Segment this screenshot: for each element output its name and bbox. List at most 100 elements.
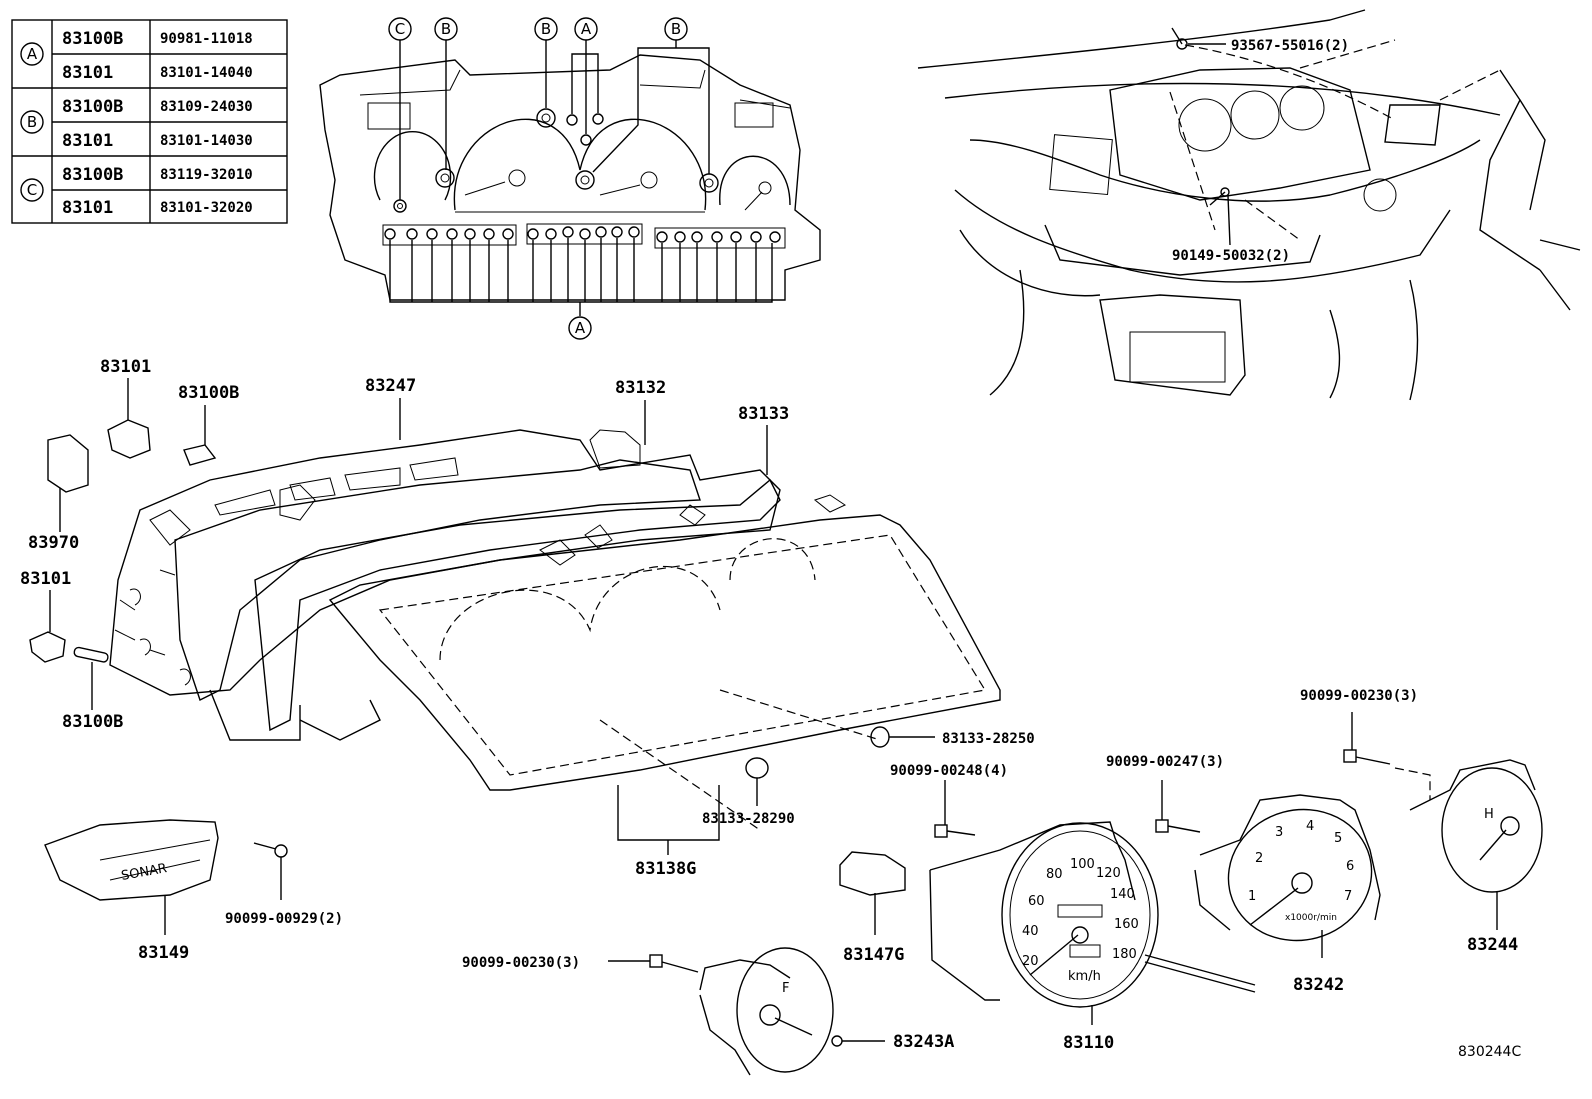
speed-mark-140: 140 [1110, 887, 1135, 902]
label-83149: 83149 [138, 943, 189, 963]
speedometer-83110: 20 40 60 80 100 120 140 160 180 km/h [929, 821, 1256, 1025]
speed-mark-120: 120 [1096, 866, 1121, 881]
table-group-b: B [20, 110, 44, 134]
cluster-back-view: C B B A B A [319, 17, 821, 340]
tach-mark-7: 7 [1344, 889, 1352, 904]
table-cell: 83100B [62, 165, 123, 185]
svg-text:C: C [395, 20, 405, 38]
label-90099-00230-right: 90099-00230(3) [1300, 688, 1418, 704]
label-83101-mid: 83101 [20, 569, 71, 589]
exploded-cluster [109, 398, 1001, 855]
bulb-table: A B C 83100B 90981-11018 83101 83101-140… [11, 19, 288, 224]
connector-83147g [839, 851, 906, 935]
screw-top-icon [1171, 27, 1226, 50]
table-cell: 83100B [62, 97, 123, 117]
label-83101-top: 83101 [100, 357, 151, 377]
tach-mark-1: 1 [1248, 889, 1256, 904]
tach-mark-3: 3 [1275, 825, 1283, 840]
fuel-mark-f: F [782, 981, 789, 996]
tachometer-83242: 1 2 3 4 5 6 7 x1000r/min [1194, 794, 1381, 958]
svg-text:B: B [541, 20, 551, 38]
callout-b-left: B [434, 17, 458, 41]
screw-90099-00247-icon [1155, 780, 1201, 833]
label-83133-28250: 83133-28250 [942, 731, 1035, 747]
callout-90149-50032: 90149-50032(2) [1172, 248, 1290, 264]
speed-mark-40: 40 [1022, 924, 1039, 939]
label-83133-28290: 83133-28290 [702, 811, 795, 827]
label-83133: 83133 [738, 404, 789, 424]
table-cell: 83101-14030 [160, 133, 253, 149]
label-83243a: 83243A [893, 1032, 954, 1052]
speed-mark-20: 20 [1022, 954, 1039, 969]
tach-unit: x1000r/min [1285, 913, 1337, 923]
table-cell: 83100B [62, 29, 123, 49]
table-group-a: A [20, 42, 44, 66]
speed-mark-80: 80 [1046, 867, 1063, 882]
table-cell: 83101 [62, 198, 113, 218]
label-83100b-mid: 83100B [62, 712, 123, 732]
label-90099-00247: 90099-00247(3) [1106, 754, 1224, 770]
tach-mark-4: 4 [1306, 819, 1314, 834]
table-cell: 83109-24030 [160, 99, 253, 115]
label-83247: 83247 [365, 376, 416, 396]
socket-83101-mid-icon [29, 590, 66, 663]
label-83242: 83242 [1293, 975, 1344, 995]
clip-83133-28250-icon [870, 726, 935, 748]
speed-mark-100: 100 [1070, 857, 1095, 872]
svg-text:B: B [441, 20, 451, 38]
label-83138g: 83138G [635, 859, 696, 879]
svg-text:B: B [671, 20, 681, 38]
clip-83133-28290-icon [745, 757, 769, 806]
tach-mark-5: 5 [1334, 831, 1342, 846]
label-83132: 83132 [615, 378, 666, 398]
group-c-letter: C [27, 181, 37, 199]
label-83970: 83970 [28, 533, 79, 553]
speed-unit: km/h [1068, 969, 1101, 984]
table-cell: 83101-32020 [160, 200, 253, 216]
table-cell: 83101 [62, 63, 113, 83]
speed-mark-60: 60 [1028, 894, 1045, 909]
svg-text:A: A [581, 20, 592, 38]
label-83147g: 83147G [843, 945, 904, 965]
label-90099-00248: 90099-00248(4) [890, 763, 1008, 779]
fuel-gauge-83243a: F [699, 947, 885, 1076]
bottom-socket-row [382, 223, 786, 249]
label-83110: 83110 [1063, 1033, 1114, 1053]
callout-b-right: B [664, 17, 688, 41]
table-group-c: C [20, 178, 44, 202]
table-cell: 83101 [62, 131, 113, 151]
label-90099-00929: 90099-00929(2) [225, 911, 343, 927]
dashboard-view: 93567-55016(2) 90149-50032(2) [917, 9, 1581, 401]
temp-gauge-83244: H [1409, 759, 1543, 930]
callout-a-bottom: A [568, 316, 592, 340]
screw-90099-00230-left-icon [608, 954, 699, 973]
speed-mark-160: 160 [1114, 917, 1139, 932]
part-labels: 83101 83100B 83247 83132 83133 83970 831… [20, 357, 1521, 1060]
bulb-83100b-top-icon [183, 405, 217, 466]
speed-mark-180: 180 [1112, 947, 1137, 962]
tach-mark-2: 2 [1255, 851, 1263, 866]
bulb-sockets [393, 108, 719, 213]
callout-a-top: A [574, 17, 598, 41]
tach-mark-6: 6 [1346, 859, 1354, 874]
callout-c-top: C [388, 17, 412, 41]
temp-mark-h: H [1484, 807, 1494, 822]
label-83100b-top: 83100B [178, 383, 239, 403]
svg-text:A: A [575, 319, 586, 337]
socket-83101-top-icon [107, 378, 151, 459]
table-cell: 83101-14040 [160, 65, 253, 81]
callout-93567-55016: 93567-55016(2) [1231, 38, 1349, 54]
callout-b-center: B [534, 17, 558, 41]
table-cell: 83119-32010 [160, 167, 253, 183]
socket-83970-icon [47, 434, 89, 532]
label-90099-00230-left: 90099-00230(3) [462, 955, 580, 971]
sonar-text: SONAR [120, 861, 168, 884]
group-b-letter: B [27, 113, 37, 131]
screw-mid-icon [1209, 187, 1231, 246]
screw-90099-00230-right-icon [1343, 712, 1431, 800]
screw-90099-00248-icon [934, 780, 976, 838]
figure-code: 830244C [1458, 1044, 1521, 1060]
bulb-83100b-mid-icon [73, 646, 109, 710]
group-a-letter: A [27, 45, 38, 63]
